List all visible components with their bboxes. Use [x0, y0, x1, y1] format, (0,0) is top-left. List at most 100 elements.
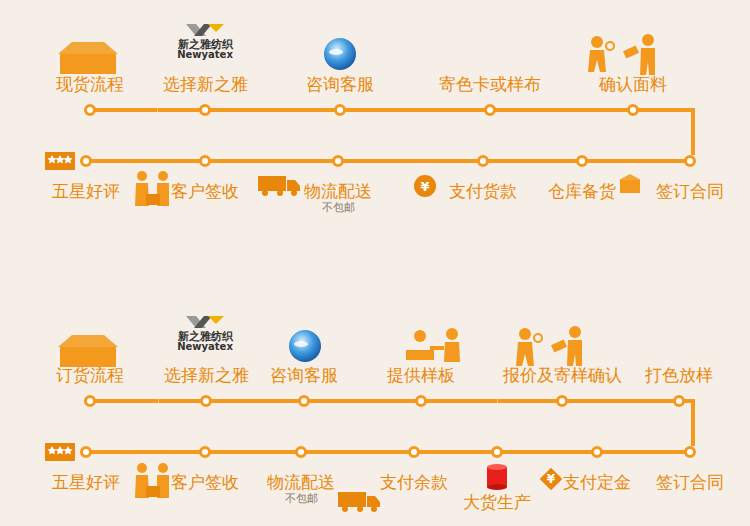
step-text-group: 支付余款 — [380, 472, 448, 492]
note-label: 不包邮 — [322, 201, 355, 214]
flow-dot — [334, 104, 346, 116]
step-rail — [375, 446, 453, 458]
step-rail — [159, 395, 254, 407]
flow-connector — [621, 159, 651, 163]
flow-connector — [546, 108, 594, 112]
currency-symbol: ¥ — [547, 473, 555, 485]
flow-dot — [684, 155, 696, 167]
step-text-group: 订货流程 — [56, 365, 124, 385]
flow-connector — [460, 399, 498, 403]
step-rail — [47, 446, 125, 458]
step-node: 选择新之雅 — [159, 365, 254, 407]
flow-connector — [691, 407, 695, 446]
step-node: 咨询客服 — [301, 74, 379, 116]
logo-text: 新之雅纺织 — [178, 39, 233, 50]
step-text-group: 选择新之雅 — [164, 365, 249, 385]
step-label: 咨询客服 — [270, 365, 338, 385]
step-text-group: 五星好评 — [52, 181, 120, 201]
flow-dot — [491, 446, 503, 458]
logo-mark — [186, 316, 224, 328]
step-text-group: 咨询客服 — [306, 74, 374, 94]
step-label: 大货生产 — [463, 492, 531, 512]
flow-dot — [484, 104, 496, 116]
flow-connector — [672, 110, 693, 155]
chat-icon — [324, 38, 356, 70]
logo-mark — [186, 24, 224, 36]
step-text-group: 签订合同 — [656, 181, 724, 201]
flow-dot — [200, 395, 212, 407]
coin-icon — [414, 175, 436, 197]
stars-badge — [45, 443, 75, 461]
step-label: 报价及寄样确认 — [503, 365, 622, 385]
flow-dot — [591, 446, 603, 458]
step-rail — [543, 155, 621, 167]
step-node: 现货流程 — [51, 74, 129, 116]
flow-dot — [627, 104, 639, 116]
people-icon — [516, 326, 582, 366]
tag-icon — [540, 468, 563, 491]
step-node: 寄色卡或样布 — [434, 74, 546, 116]
flow-connector — [125, 450, 166, 454]
step-text-group: 物流配送不包邮 — [267, 472, 335, 506]
step-label: 确认面料 — [599, 74, 667, 94]
flow-dot — [684, 446, 696, 458]
flow-connector — [343, 399, 382, 403]
step-text-group: 咨询客服 — [270, 365, 338, 385]
step-node: 物流配送不包邮 — [299, 155, 377, 215]
step-rail — [651, 155, 729, 167]
step-text-group: 支付定金 — [563, 472, 631, 492]
house-icon — [58, 42, 118, 74]
flow-connector — [377, 159, 444, 163]
step-label: 五星好评 — [52, 472, 120, 492]
flow-connector — [253, 108, 302, 112]
house-icon — [58, 335, 118, 367]
step-node: 五星好评 — [47, 446, 125, 492]
box-icon — [619, 174, 641, 193]
step-rail — [166, 446, 244, 458]
step-rail — [651, 446, 729, 458]
step-label: 物流配送 — [267, 472, 335, 492]
step-node: 支付货款 — [444, 155, 522, 201]
step-rail — [265, 395, 343, 407]
flow-dot — [332, 155, 344, 167]
step-label: 物流配送 — [304, 181, 372, 201]
flow-connector — [254, 399, 266, 403]
step-text-group: 物流配送不包邮 — [304, 181, 372, 215]
step-label: 客户签收 — [171, 472, 239, 492]
step-node: 支付余款 — [375, 446, 453, 492]
step-text-group: 仓库备货 — [548, 181, 616, 201]
flow-dot — [84, 104, 96, 116]
step-text-group: 客户签收 — [171, 181, 239, 201]
step-node: 订货流程 — [51, 365, 129, 407]
step-node: 报价及寄样确认 — [498, 365, 627, 407]
step-node: 咨询客服 — [265, 365, 343, 407]
step-rail — [262, 446, 340, 458]
step-rail — [640, 395, 718, 407]
flow-dot — [673, 395, 685, 407]
step-label: 订货流程 — [56, 365, 124, 385]
flow-connector — [129, 108, 158, 112]
flow-dot — [415, 395, 427, 407]
step-rail — [434, 104, 546, 116]
note-label: 不包邮 — [285, 492, 318, 505]
step-rail — [51, 395, 129, 407]
step-node: 物流配送不包邮 — [262, 446, 340, 506]
logo-text: 新之雅纺织 — [178, 331, 233, 342]
flow-dot — [408, 446, 420, 458]
step-text-group: 现货流程 — [56, 74, 124, 94]
flow-dot — [576, 155, 588, 167]
flow-dot — [199, 104, 211, 116]
step-text-group: 客户签收 — [171, 472, 239, 492]
step-rail — [594, 104, 672, 116]
step-label: 打色放样 — [645, 365, 713, 385]
flow-connector — [129, 399, 159, 403]
step-rail — [558, 446, 636, 458]
step-text-group: 报价及寄样确认 — [503, 365, 622, 385]
step-node: 客户签收 — [166, 155, 244, 201]
step-node: 大货生产 — [458, 446, 536, 512]
step-label: 支付货款 — [449, 181, 517, 201]
step-text-group: 大货生产 — [463, 492, 531, 512]
flow-connector — [244, 450, 262, 454]
step-label: 咨询客服 — [306, 74, 374, 94]
